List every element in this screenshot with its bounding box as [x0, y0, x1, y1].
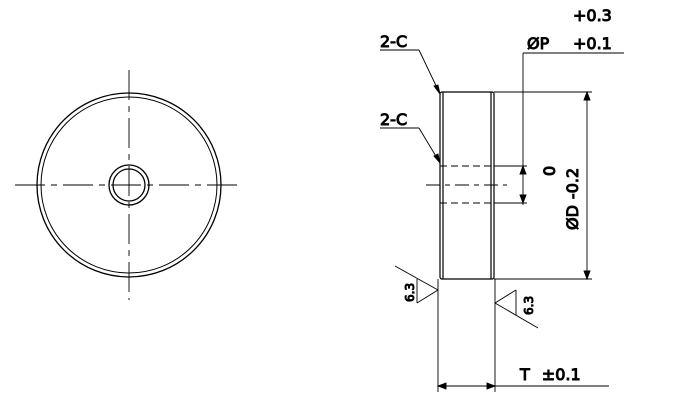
side-view — [426, 91, 507, 280]
roughness-symbol-left — [394, 265, 439, 304]
thickness-dimension — [436, 279, 609, 392]
roughness-value-right: 6.3 — [522, 296, 536, 315]
chamfer-leaders — [380, 49, 441, 164]
chamfer-label-top: 2-C — [380, 32, 407, 51]
hole-dim-symbol: ØP — [527, 34, 550, 53]
diameter-dim-upper-tol: 0 — [540, 166, 559, 176]
roughness-symbol-right — [494, 289, 539, 329]
roughness-value-left: 6.3 — [403, 283, 417, 302]
chamfer-label-hole: 2-C — [380, 110, 407, 129]
side-body — [439, 91, 495, 280]
front-view — [15, 70, 243, 300]
hole-dim-lower-tol: +0.1 — [573, 34, 612, 53]
thickness-dim-label: T±0.1 — [519, 365, 581, 384]
hole-dim-upper-tol: +0.3 — [573, 6, 612, 25]
hole-dimension — [494, 52, 624, 205]
diameter-dim-label: ØD-0.2 — [563, 168, 582, 230]
diameter-dimension — [494, 90, 592, 281]
